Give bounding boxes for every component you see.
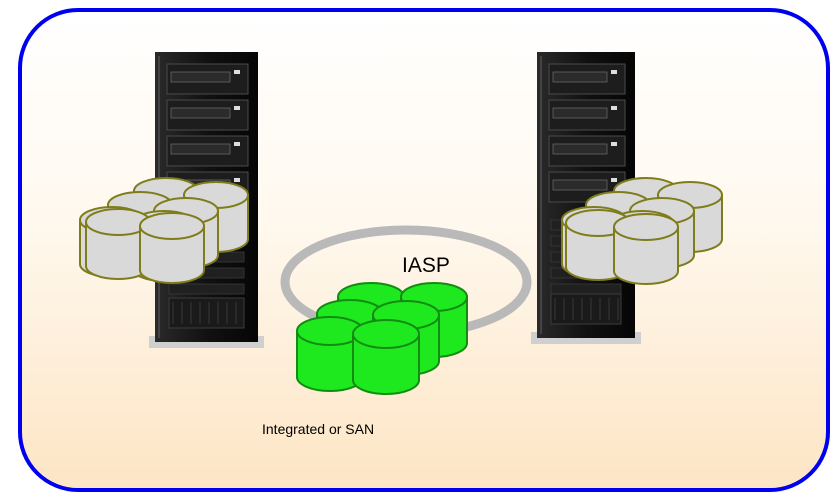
disk-stack-icon xyxy=(79,177,249,284)
disk-drum xyxy=(352,333,420,395)
disk-drum xyxy=(613,226,679,285)
iasp-ring-icon xyxy=(280,225,532,283)
disk-stack-icon xyxy=(561,177,723,285)
storage-type-label: Integrated or SAN xyxy=(262,421,375,437)
iasp-label: IASP xyxy=(402,254,450,277)
disk-drum xyxy=(139,225,205,284)
disk-stack-icon xyxy=(296,282,468,395)
